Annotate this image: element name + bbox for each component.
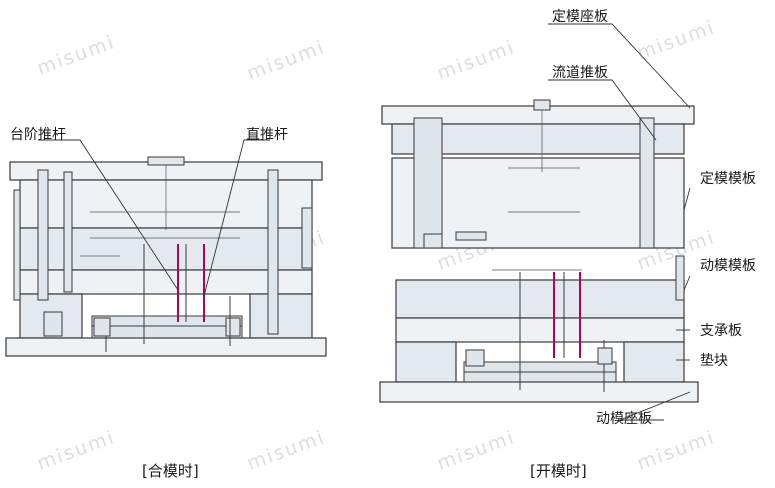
label-fixed-mold-plate: 定模模板 — [700, 171, 756, 187]
open-leaders — [548, 23, 691, 421]
leader-fixed-clamp-plate — [548, 23, 691, 109]
label-runner-stripper-plate: 流道推板 — [552, 65, 608, 81]
open-ejector-plate — [463, 371, 617, 383]
open-guide-bush-right — [639, 117, 655, 249]
open-stop-block — [423, 233, 443, 249]
leader-moving-mold-plate — [683, 275, 691, 291]
watermark: misumi — [634, 426, 718, 475]
open-support-plate — [395, 317, 685, 343]
closed-guide-pillar-left2 — [63, 171, 73, 293]
caption-closed: [合模时] — [142, 462, 199, 480]
open-locating-ring — [533, 99, 551, 111]
label-spacer-block: 垫块 — [700, 353, 728, 369]
open-guide-bush-left — [413, 117, 443, 249]
open-moving-clamp-plate — [379, 381, 699, 403]
closed-side-bolt — [13, 189, 21, 301]
watermark: misumi — [434, 426, 518, 475]
closed-moving-clamp-plate — [5, 337, 327, 357]
label-moving-clamp-plate: 动模座板 — [596, 411, 652, 427]
watermark: misumi — [634, 16, 718, 65]
label-stepped-ejector-pin: 台阶推杆 — [10, 127, 66, 143]
closed-side-bolt — [301, 207, 313, 269]
open-ejector-guide — [465, 349, 485, 367]
closed-guide-pillar-right — [267, 169, 279, 335]
leader-moving-clamp-plate — [619, 391, 691, 421]
open-ejector-guide — [597, 347, 613, 365]
open-spacer-block-left — [395, 341, 457, 383]
open-spacer-block-right — [623, 341, 685, 383]
label-support-plate: 支承板 — [700, 323, 742, 339]
closed-mold-drawing — [5, 156, 327, 357]
closed-ejector-retainer-plate — [91, 315, 243, 327]
open-ejector-retainer-plate — [463, 361, 617, 373]
open-mold-drawing — [379, 99, 699, 403]
open-guide-pillar-right — [675, 255, 685, 301]
open-moving-mold-plate — [395, 279, 685, 319]
watermark: misumi — [34, 31, 118, 80]
watermark: misumi — [244, 426, 328, 475]
closed-ejector-guide — [93, 317, 111, 337]
label-straight-ejector-pin: 直推杆 — [246, 126, 288, 143]
open-puller-bolt — [455, 231, 487, 241]
leader-straight-ejector-pin — [203, 139, 270, 297]
closed-guide-pillar-left — [37, 169, 49, 301]
closed-spacer-block-right — [249, 293, 313, 339]
leader-runner-stripper-plate — [548, 79, 657, 141]
caption-open: [开模时] — [530, 462, 587, 480]
watermark: misumi — [244, 36, 328, 85]
closed-stop-block — [43, 311, 63, 337]
watermark: misumi — [434, 36, 518, 85]
label-moving-mold-plate: 动模模板 — [700, 258, 756, 274]
leader-fixed-mold-plate — [683, 187, 691, 211]
leader-stepped-ejector-pin — [38, 139, 179, 291]
watermark: misumi — [34, 426, 118, 475]
label-fixed-clamp-plate: 定模座板 — [552, 9, 608, 25]
closed-ejector-plate — [91, 325, 243, 339]
closed-leaders — [38, 139, 270, 297]
closed-ejector-guide — [225, 317, 241, 337]
closed-locating-ring — [147, 156, 185, 166]
